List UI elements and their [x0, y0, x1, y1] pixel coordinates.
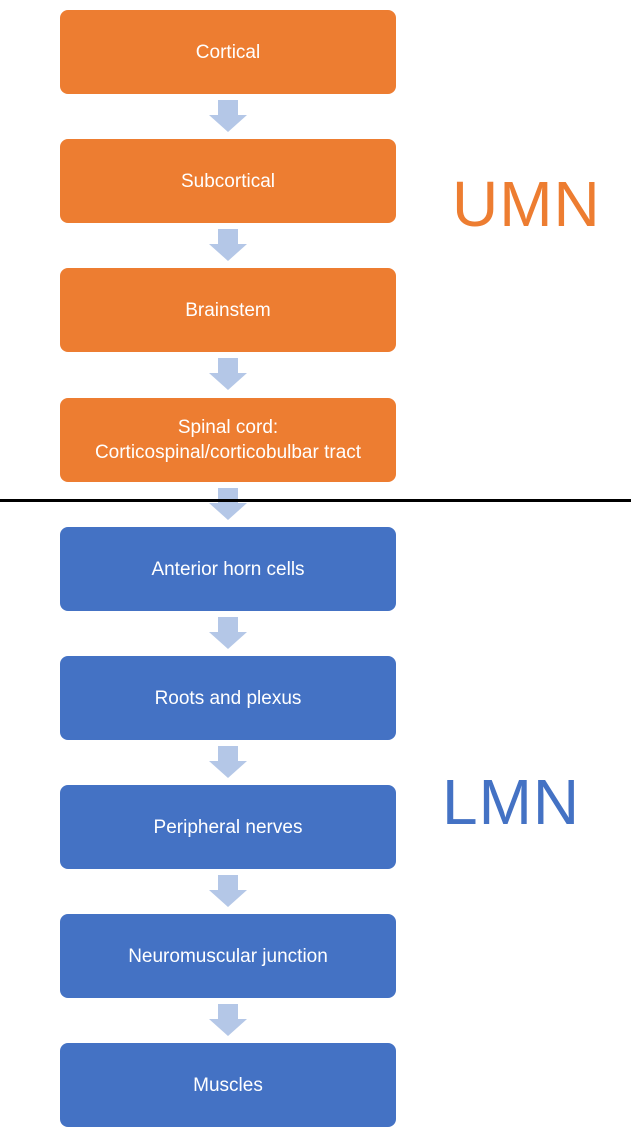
step-label: Peripheral nerves — [153, 816, 303, 838]
step-label: Roots and plexus — [154, 687, 302, 709]
down-arrow-icon — [209, 100, 247, 132]
step-box-muscles: Muscles — [60, 1043, 396, 1127]
step-box-anterior-horn-cells: Anterior horn cells — [60, 527, 396, 611]
lmn-group-label: LMN — [442, 766, 581, 838]
step-box-peripheral-nerves: Peripheral nerves — [60, 785, 396, 869]
step-box-roots-and-plexus: Roots and plexus — [60, 656, 396, 740]
step-label: Subcortical — [181, 170, 275, 192]
down-arrow-icon — [209, 358, 247, 390]
down-arrow-icon — [209, 488, 247, 520]
down-arrow-icon — [209, 1004, 247, 1036]
umn-group-label: UMN — [452, 168, 601, 240]
step-label: Anterior horn cells — [151, 558, 305, 580]
step-box-spinal-cord: Spinal cord: Corticospinal/corticobulbar… — [60, 398, 396, 482]
down-arrow-icon — [209, 617, 247, 649]
step-box-subcortical: Subcortical — [60, 139, 396, 223]
down-arrow-icon — [209, 746, 247, 778]
step-box-brainstem: Brainstem — [60, 268, 396, 352]
step-box-cortical: Cortical — [60, 10, 396, 94]
step-box-neuromuscular-junction: Neuromuscular junction — [60, 914, 396, 998]
step-label: Cortical — [195, 41, 261, 63]
down-arrow-icon — [209, 229, 247, 261]
down-arrow-icon — [209, 875, 247, 907]
step-label: Muscles — [193, 1074, 263, 1096]
step-label: Spinal cord: Corticospinal/corticobulbar… — [94, 417, 362, 463]
step-label: Brainstem — [185, 299, 271, 321]
step-label: Neuromuscular junction — [128, 945, 328, 967]
umn-lmn-divider — [0, 499, 631, 502]
